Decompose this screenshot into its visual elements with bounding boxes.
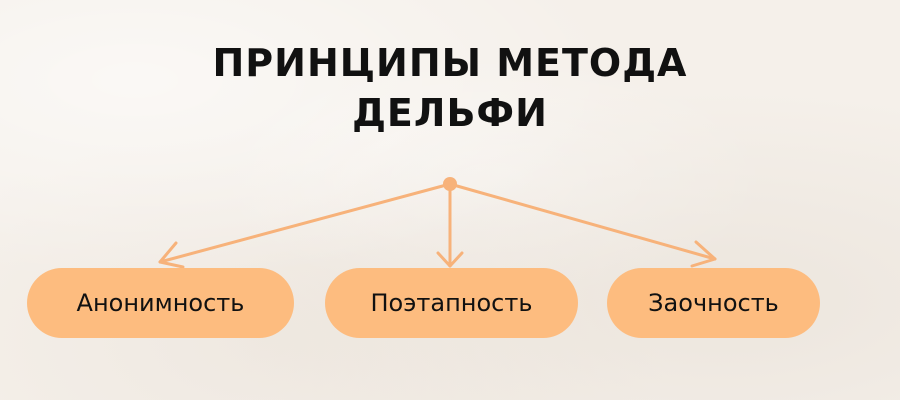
principle-label: Анонимность [76, 289, 245, 317]
arrow-line-left [158, 182, 452, 264]
arrow-line-right [448, 182, 717, 261]
arrow-head-right [690, 240, 717, 268]
principle-label: Заочность [648, 289, 779, 317]
diagram-title: ПРИНЦИПЫ МЕТОДА ДЕЛЬФИ [0, 38, 900, 138]
title-line-2: ДЕЛЬФИ [352, 91, 548, 135]
principle-staging: Поэтапность [325, 268, 578, 338]
arrow-head-center [436, 251, 464, 268]
principle-remote: Заочность [607, 268, 820, 338]
title-line-1: ПРИНЦИПЫ МЕТОДА [212, 41, 688, 85]
principle-anonymity: Анонимность [27, 268, 294, 338]
origin-dot [443, 177, 457, 191]
principle-label: Поэтапность [370, 289, 533, 317]
arrow-head-left [158, 241, 185, 269]
